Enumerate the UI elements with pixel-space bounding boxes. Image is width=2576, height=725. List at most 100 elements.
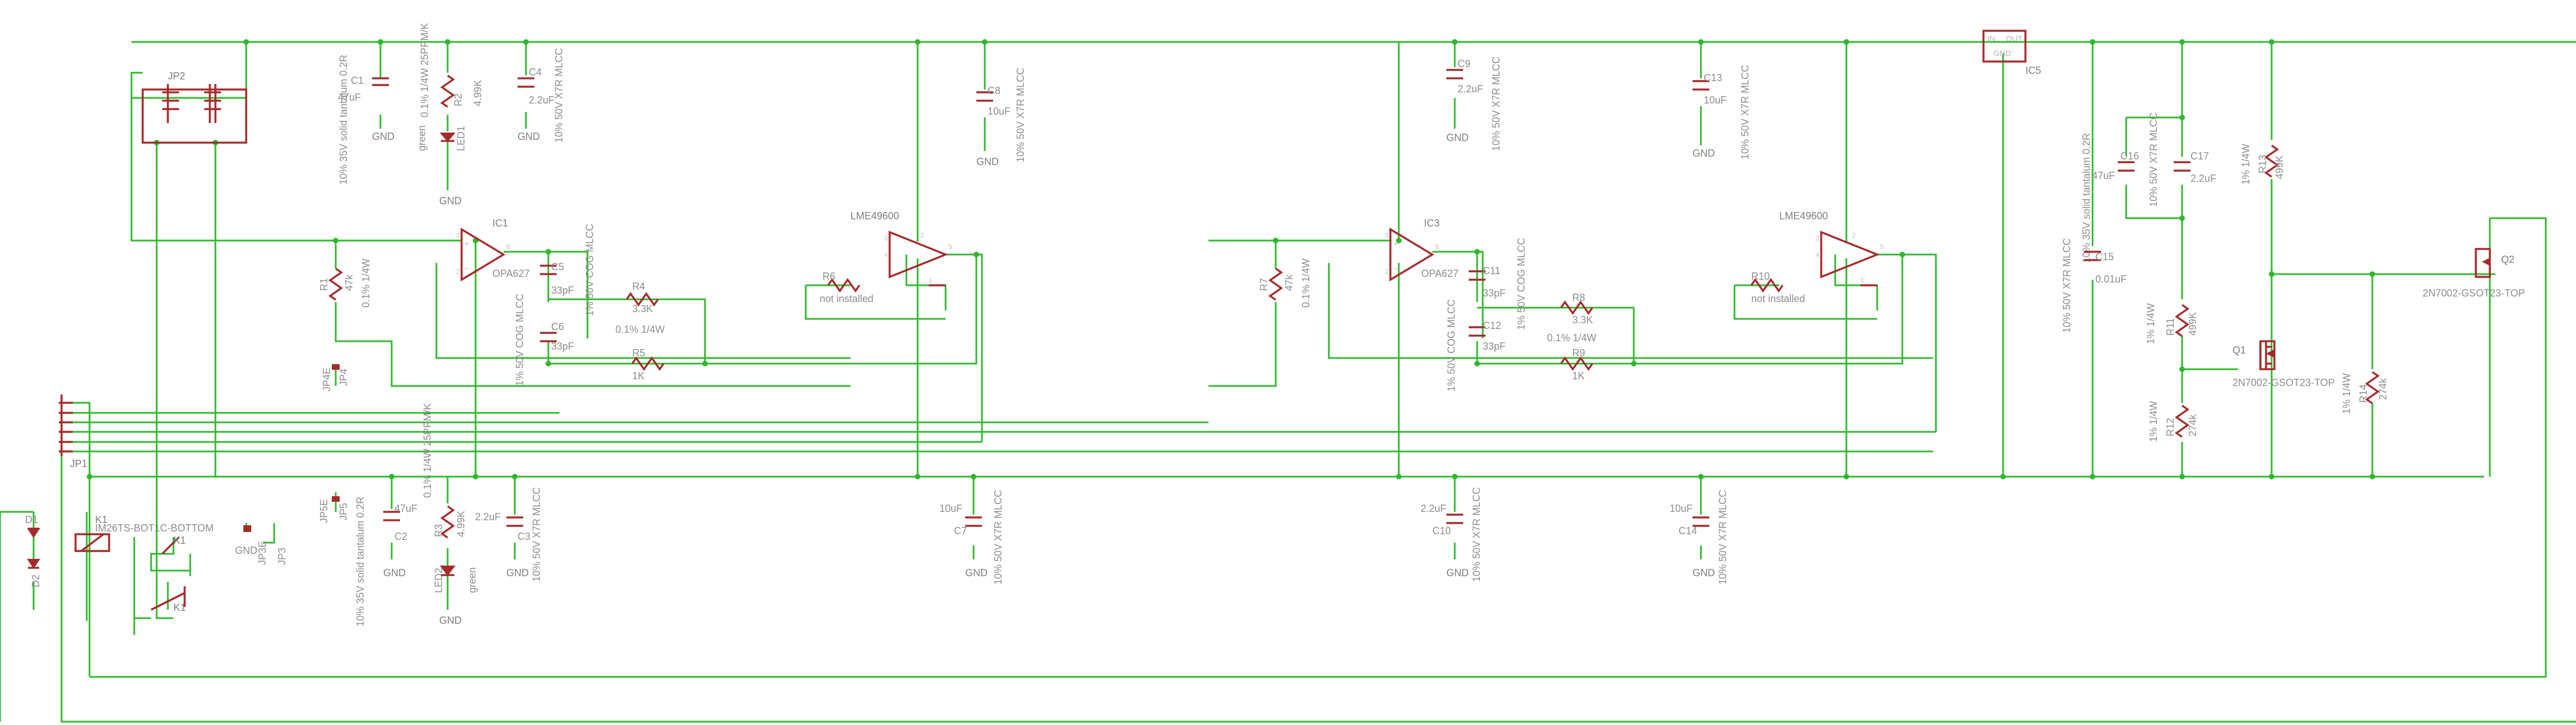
svg-text:OPA627: OPA627	[492, 268, 530, 279]
svg-text:D2: D2	[30, 575, 41, 587]
svg-text:1K: 1K	[632, 370, 645, 382]
c12-capacitor: C12 33pF 1% 50V COG MLCC	[1446, 299, 1506, 392]
jp1-label: JP1	[70, 458, 87, 469]
svg-text:JP5: JP5	[338, 503, 349, 520]
ic2-buffer: 3 4 5 2 1 LME49600	[850, 210, 952, 286]
svg-text:R2: R2	[453, 93, 464, 106]
svg-text:4.99K: 4.99K	[472, 80, 483, 106]
svg-text:GND: GND	[518, 131, 540, 142]
r8-r9-spec: 0.1% 1/4W	[1547, 332, 1596, 343]
svg-text:1: 1	[1860, 276, 1864, 284]
svg-text:IC3: IC3	[1424, 218, 1440, 229]
svg-text:2.2uF: 2.2uF	[475, 511, 501, 522]
c15-capacitor: C15 0.01uF 10% 50V X7R MLCC	[2061, 238, 2127, 333]
svg-text:6: 6	[1435, 243, 1439, 251]
svg-text:0.1% 1/4W: 0.1% 1/4W	[360, 258, 372, 308]
svg-text:LED1: LED1	[455, 126, 467, 151]
svg-text:C11: C11	[1483, 265, 1501, 276]
svg-text:1% 1/4W: 1% 1/4W	[2145, 303, 2156, 344]
svg-text:2N7002-GSOT23-TOP: 2N7002-GSOT23-TOP	[2232, 377, 2335, 388]
svg-text:+: +	[1393, 239, 1398, 248]
svg-text:10% 50V X7R MLCC: 10% 50V X7R MLCC	[1717, 490, 1728, 585]
r12-resistor: R12 274k 1% 1/4W	[2148, 401, 2198, 442]
c5-capacitor: C5 33pF 1% 50V COG MLCC	[540, 224, 595, 316]
svg-text:JP3E: JP3E	[257, 541, 268, 565]
ic4-buffer: 3 4 5 2 1 LME49600	[1779, 210, 1884, 286]
svg-text:not installed: not installed	[820, 293, 873, 304]
svg-text:JP3: JP3	[276, 548, 288, 565]
svg-text:10uF: 10uF	[1704, 95, 1727, 106]
svg-text:not installed: not installed	[1751, 293, 1805, 304]
svg-text:6: 6	[506, 243, 510, 251]
svg-text:10% 50V X7R MLCC: 10% 50V X7R MLCC	[993, 490, 1004, 585]
svg-text:5: 5	[1880, 243, 1884, 251]
svg-text:+: +	[464, 239, 469, 248]
svg-text:GND: GND	[383, 567, 406, 578]
c14-capacitor: 10uF C14 10% 50V X7R MLCC GND	[1670, 490, 1728, 585]
svg-text:10uF: 10uF	[988, 106, 1010, 117]
svg-text:OPA627: OPA627	[1421, 268, 1459, 279]
d2-diode: D2	[27, 559, 41, 587]
junction-dots	[87, 39, 2375, 479]
svg-text:2: 2	[1385, 268, 1389, 276]
r4-r5-spec: 0.1% 1/4W	[615, 324, 665, 335]
svg-text:1K: 1K	[1572, 370, 1585, 382]
svg-text:1% 50V COG MLCC: 1% 50V COG MLCC	[514, 294, 525, 386]
r4-resistor: R4 3.3K	[626, 281, 659, 314]
svg-text:GND: GND	[1693, 148, 1715, 159]
ic1-opamp: + − 3 2 6 IC1 OPA627	[456, 218, 530, 282]
c2-capacitor: 47uF C2 10% 35V solid tantalum 0.2R GND	[355, 497, 417, 627]
svg-text:K1: K1	[173, 602, 186, 613]
svg-text:3: 3	[456, 232, 460, 239]
svg-text:R1: R1	[318, 278, 330, 291]
svg-text:JP4E: JP4E	[321, 368, 332, 392]
svg-text:33pF: 33pF	[551, 285, 574, 296]
svg-text:5: 5	[948, 243, 952, 251]
svg-text:2: 2	[920, 232, 924, 239]
svg-text:Q1: Q1	[2232, 345, 2246, 356]
svg-text:33pF: 33pF	[551, 341, 574, 352]
d1-diode: D1	[25, 514, 40, 538]
r1-resistor: R1 47k 0.1% 1/4W	[318, 258, 372, 308]
svg-text:0.1% 1/4W: 0.1% 1/4W	[1300, 258, 1311, 308]
svg-text:JP4: JP4	[338, 369, 349, 386]
r13-resistor: R13 499K 1% 1/4W	[2240, 144, 2285, 185]
svg-text:499K: 499K	[2274, 156, 2285, 179]
c9-capacitor: C9 2.2uF 10% 50V X7R MLCC GND	[1446, 57, 1502, 151]
svg-text:2: 2	[1852, 232, 1856, 239]
svg-text:3: 3	[1816, 234, 1820, 242]
svg-text:R13: R13	[2257, 155, 2268, 173]
svg-text:2.2uF: 2.2uF	[529, 95, 554, 106]
svg-text:R12: R12	[2165, 418, 2176, 436]
svg-text:R9: R9	[1572, 347, 1585, 359]
svg-text:10% 50V X7R MLCC: 10% 50V X7R MLCC	[1015, 68, 1026, 162]
svg-text:10% 50V X7R MLCC: 10% 50V X7R MLCC	[1471, 487, 1482, 582]
r8-resistor: R8 3.3K	[1560, 292, 1593, 326]
svg-text:47uF: 47uF	[338, 92, 361, 103]
svg-text:GND: GND	[1446, 132, 1469, 143]
svg-text:GND: GND	[976, 156, 999, 167]
jp5-jumper: JP5E JP5	[318, 496, 349, 523]
q1-mosfet: Q1 2N7002-GSOT23-TOP	[2232, 340, 2335, 388]
c11-capacitor: C11 33pF 1% 50V COG MLCC	[1469, 238, 1527, 330]
r7-resistor: R7 47k 0.1% 1/4W	[1258, 258, 1311, 308]
svg-text:C13: C13	[1704, 72, 1722, 83]
svg-text:0.1% 1/4W 25PPM/K: 0.1% 1/4W 25PPM/K	[419, 23, 430, 117]
svg-text:C3: C3	[518, 531, 530, 542]
svg-text:10% 50V X7R MLCC: 10% 50V X7R MLCC	[1491, 57, 1502, 151]
svg-text:10% 50V X7R MLCC: 10% 50V X7R MLCC	[553, 48, 565, 143]
svg-text:10% 35V solid tantalum 0.2R: 10% 35V solid tantalum 0.2R	[355, 497, 366, 627]
c1-capacitor: C1 47uF 10% 35V solid tantalum 0.2R GND	[338, 55, 394, 185]
svg-text:2N7002-GSOT23-TOP: 2N7002-GSOT23-TOP	[2423, 288, 2525, 299]
svg-text:GND: GND	[965, 567, 988, 578]
svg-text:IC1: IC1	[492, 218, 508, 229]
svg-text:3: 3	[1385, 232, 1389, 239]
led2: LED2 green GND	[433, 566, 478, 626]
svg-text:JP5E: JP5E	[318, 499, 330, 523]
svg-text:4.99K: 4.99K	[455, 511, 467, 537]
svg-text:−: −	[464, 264, 469, 273]
svg-text:1% 50V COG MLCC: 1% 50V COG MLCC	[1516, 238, 1527, 330]
svg-text:GND: GND	[1693, 567, 1715, 578]
svg-text:R5: R5	[632, 347, 645, 359]
r2-resistor: 4.99K R2 0.1% 1/4W 25PPM/K	[419, 23, 483, 117]
